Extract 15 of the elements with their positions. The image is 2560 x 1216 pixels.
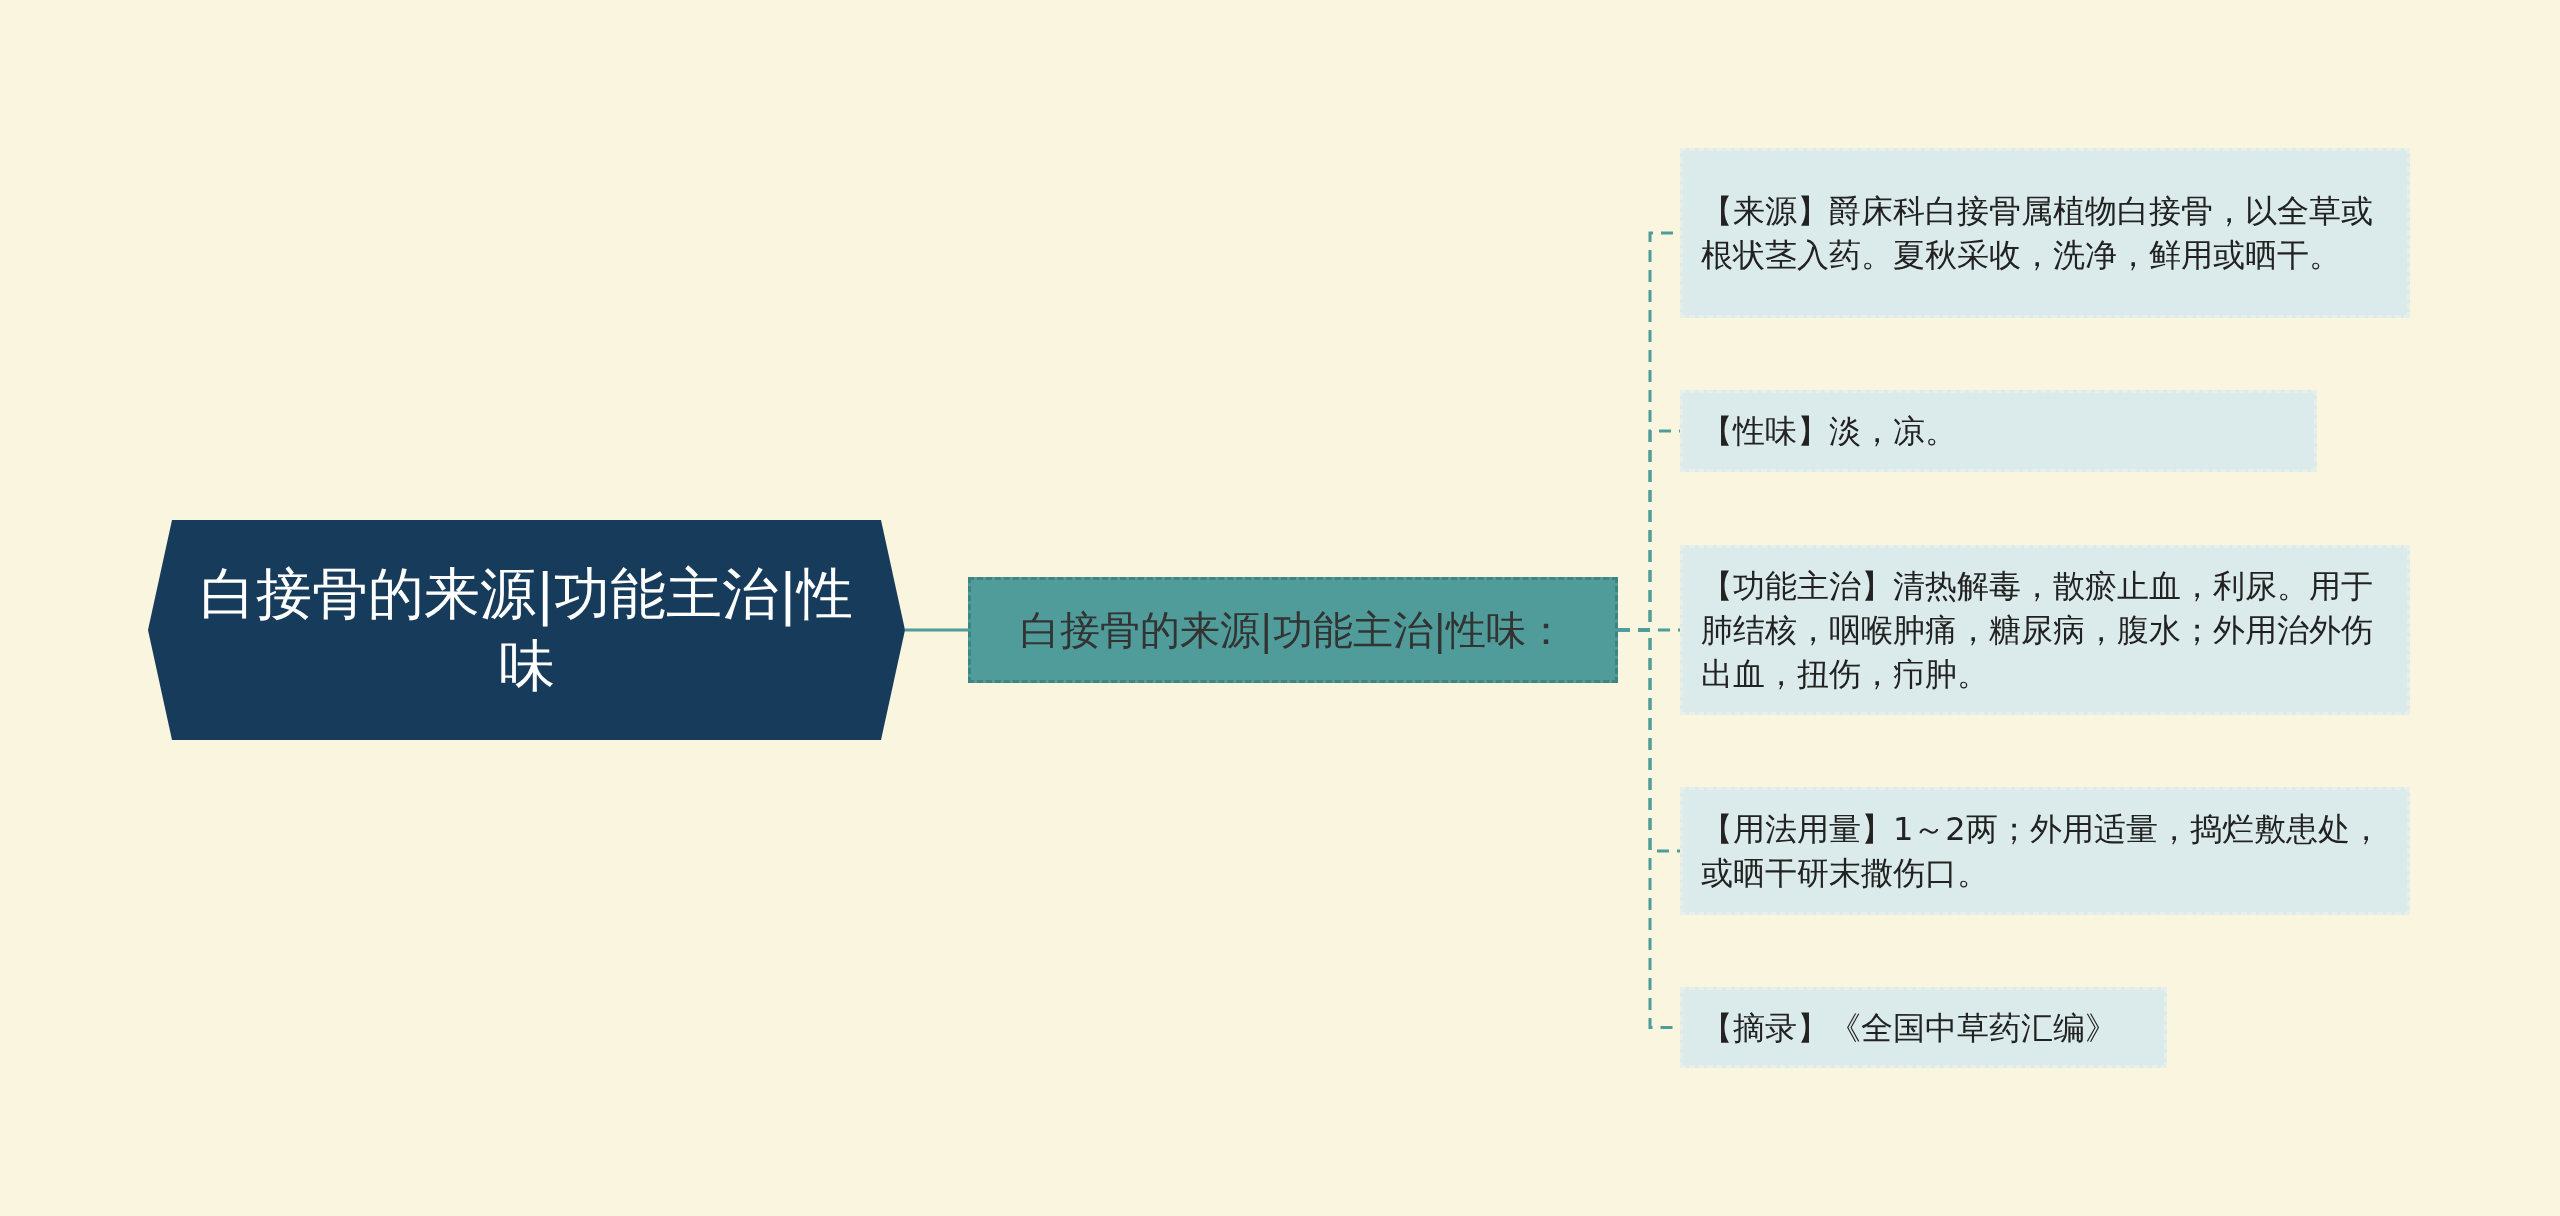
connector-line bbox=[905, 628, 968, 632]
detail-text: 【功能主治】清热解毒，散瘀止血，利尿。用于肺结核，咽喉肿痛，糖尿病，腹水；外用治外伤出血，扭伤，疖肿。 bbox=[1701, 566, 2374, 695]
detail-text: 【用法用量】1～2两；外用适量，捣烂敷患处，或晒干研末撒伤口。 bbox=[1701, 809, 2383, 894]
detail-box bbox=[1680, 148, 2410, 318]
topic-text: 白接骨的来源|功能主治|性味： bbox=[1019, 606, 1567, 655]
topic-hexagon bbox=[148, 520, 905, 740]
detail-text: 【摘录】《全国中草药汇编》 bbox=[1701, 1007, 2117, 1049]
detail-text: 【性味】淡，凉。 bbox=[1701, 411, 1957, 452]
detail-text: 【来源】爵床科白接骨属植物白接骨，以全草或根状茎入药。夏秋采收，洗净，鲜用或晒干。 bbox=[1701, 191, 2374, 276]
topic-text: 白接骨的来源|功能主治|性味 bbox=[198, 560, 855, 700]
detail-box bbox=[1680, 390, 2317, 472]
detail-box bbox=[1680, 987, 2167, 1068]
detail-box bbox=[1680, 545, 2410, 715]
subtopic-box bbox=[968, 577, 1618, 683]
detail-box bbox=[1680, 787, 2410, 915]
